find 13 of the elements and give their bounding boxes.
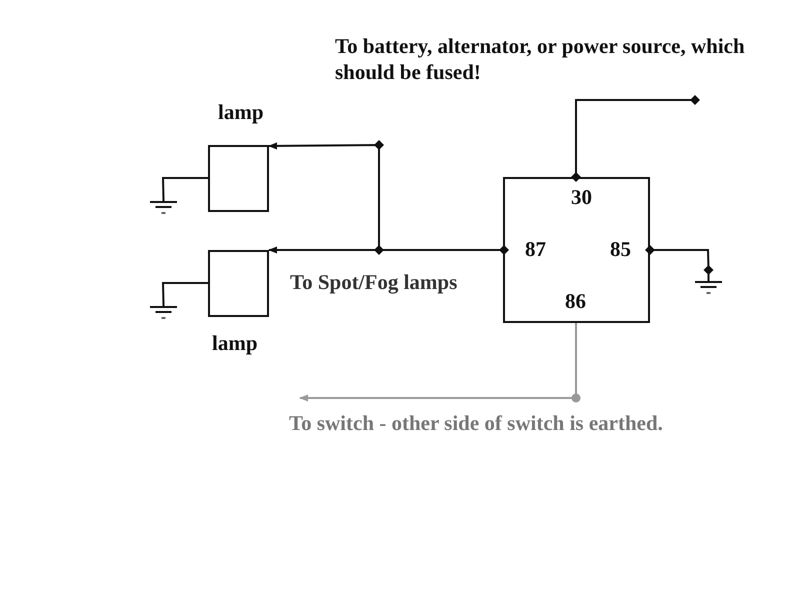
note-text: To switch - other side of switch is earthed. xyxy=(289,413,663,434)
lamp-label: lamp xyxy=(218,102,264,123)
pin-number: 87 xyxy=(525,239,546,260)
arrow xyxy=(299,323,577,402)
relay-box xyxy=(503,177,650,323)
note-text: To Spot/Fog lamps xyxy=(290,269,458,296)
wire xyxy=(162,177,208,200)
pin-number: 30 xyxy=(571,187,592,208)
pin-number: 86 xyxy=(565,291,586,312)
wire xyxy=(162,282,208,306)
note-text: To battery, alternator, or power source, which should be fused! xyxy=(335,33,746,86)
pin-number: 85 xyxy=(610,239,631,260)
lamp-label: lamp xyxy=(212,333,258,354)
